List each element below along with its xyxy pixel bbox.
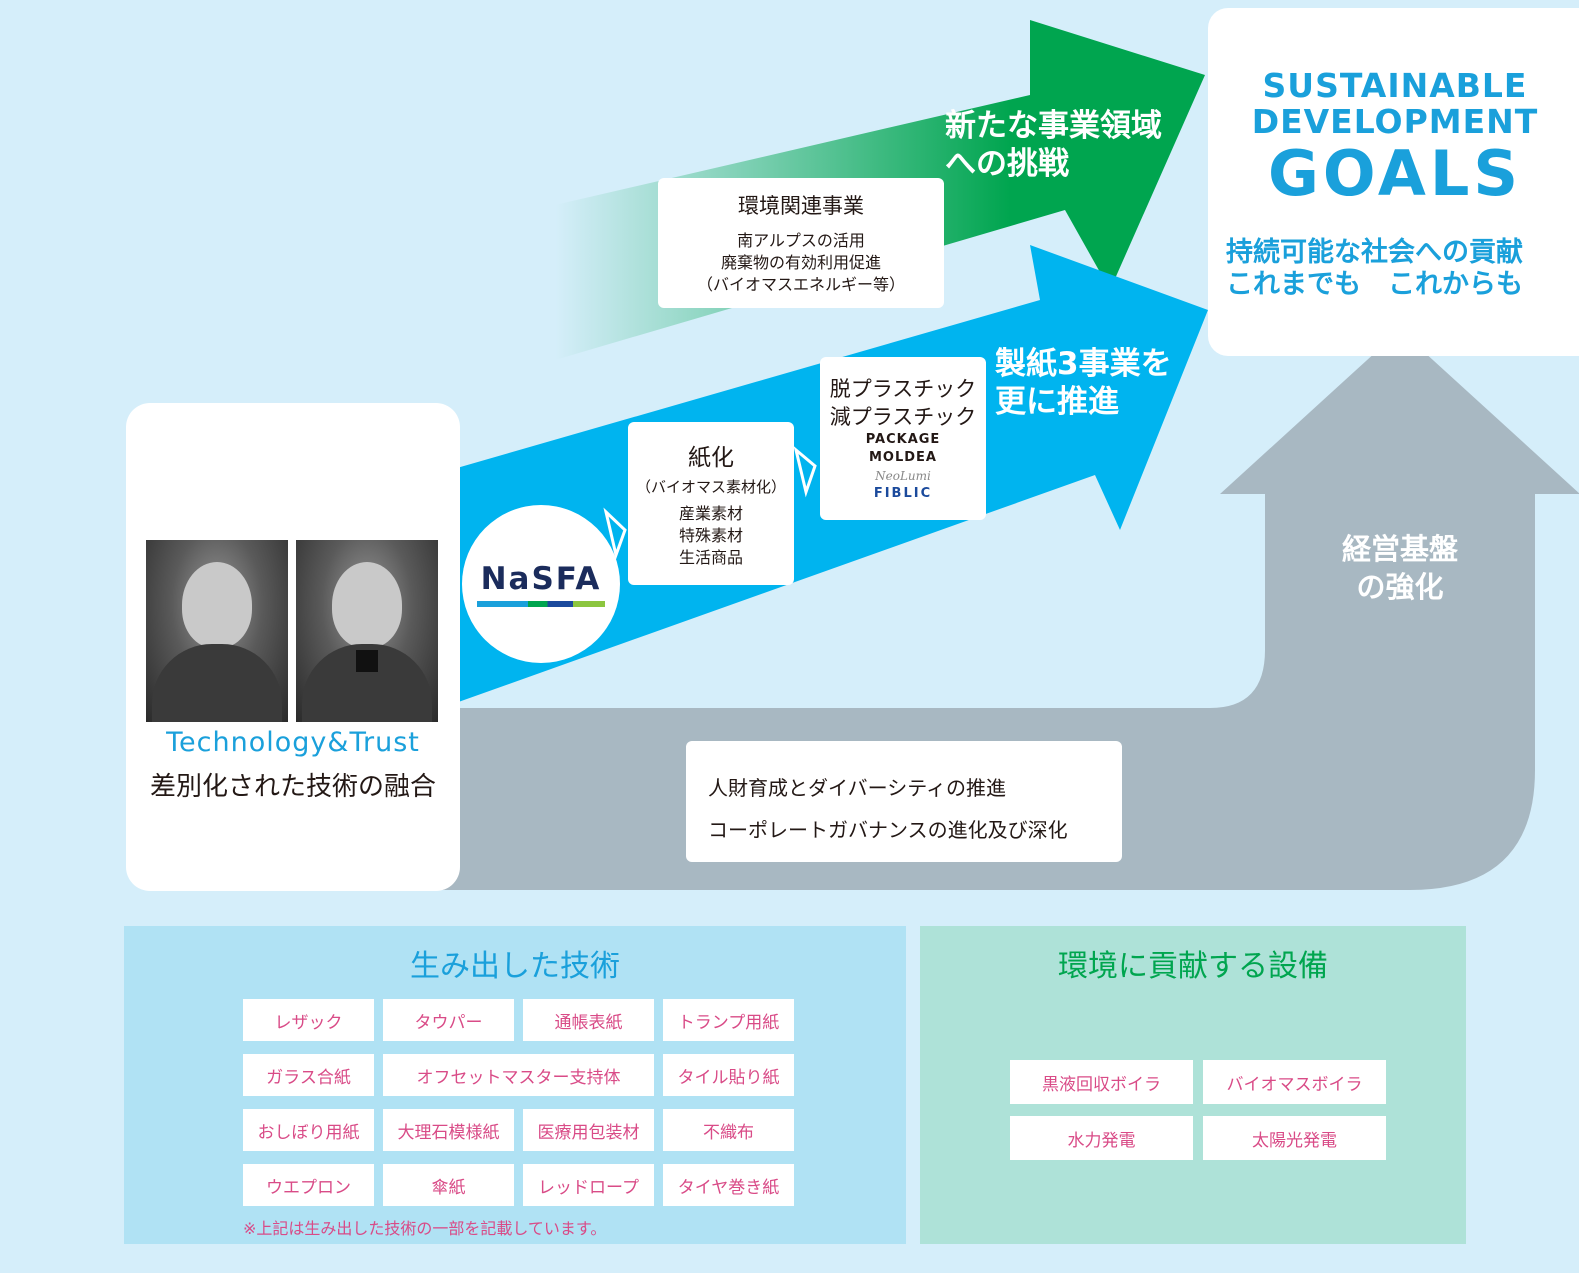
env-business-box: 環境関連事業 南アルプスの活用 廃棄物の有効利用促進 （バイオマスエネルギー等）	[658, 178, 944, 308]
sdg-logo-line-1: SUSTAINABLE	[1262, 65, 1528, 105]
paper-box: 紙化 （バイオマス素材化） 産業素材 特殊素材 生活商品	[628, 422, 794, 585]
tech-item: 傘紙	[383, 1164, 514, 1206]
gray-arrow-label-1: 経営基盤	[1341, 532, 1458, 566]
plastic-box-title-1: 脱プラスチック	[829, 376, 977, 401]
sdg-tagline-2: これまでも これからも	[1226, 269, 1523, 300]
tech-item: レザック	[243, 999, 374, 1041]
chevron-icon	[603, 507, 627, 561]
brand-fiblic: FIBLIC	[873, 485, 933, 501]
foundation-line-2: コーポレートガバナンスの進化及び深化	[708, 818, 1068, 842]
paper-box-line: 特殊素材	[678, 526, 743, 545]
nasfa-logo-bar	[477, 601, 605, 607]
chevron-icon	[793, 445, 817, 498]
tech-item: 不織布	[663, 1109, 794, 1151]
paper-box-title: 紙化	[688, 445, 734, 471]
tech-item: 医療用包装材	[523, 1109, 654, 1151]
nasfa-logo-circle: NaSFA	[462, 505, 620, 663]
equipment-item: バイオマスボイラ	[1203, 1060, 1386, 1104]
nasfa-logo-text: NaSFA	[480, 561, 602, 597]
plastic-box: 脱プラスチック 減プラスチック PACKAGE MOLDEA NeoLumi F…	[820, 357, 986, 520]
sdg-logo: SUSTAINABLE DEVELOPMENT GOALS	[1240, 65, 1550, 211]
env-business-line: （バイオマスエネルギー等）	[696, 275, 905, 294]
foundation-line-1: 人財育成とダイバーシティの推進	[708, 776, 1006, 800]
tech-item: ウエプロン	[243, 1164, 374, 1206]
green-arrow-label-2: への挑戦	[945, 146, 1069, 182]
tech-item: タイル貼り紙	[663, 1054, 794, 1096]
equipment-item: 黒液回収ボイラ	[1010, 1060, 1193, 1104]
env-business-line: 南アルプスの活用	[737, 231, 865, 250]
technologies-grid: レザック タウパー 通帳表紙 トランプ用紙 ガラス合紙 オフセットマスター支持体…	[243, 999, 794, 1206]
env-business-title: 環境関連事業	[738, 194, 864, 218]
tech-item: 大理石模様紙	[383, 1109, 514, 1151]
tech-item: タウパー	[383, 999, 514, 1041]
equipment-grid: 黒液回収ボイラ バイオマスボイラ 水力発電 太陽光発電	[1010, 1060, 1386, 1160]
tech-item: タイヤ巻き紙	[663, 1164, 794, 1206]
sdg-tagline-1: 持続可能な社会への貢献	[1226, 237, 1523, 268]
env-business-line: 廃棄物の有効利用促進	[720, 253, 881, 272]
brand-package: PACKAGE	[865, 431, 941, 447]
equipment-title: 環境に貢献する設備	[1058, 949, 1328, 984]
sdg-card	[1208, 8, 1579, 356]
paper-box-subtitle: （バイオマス素材化）	[635, 478, 786, 496]
founder-portrait-1	[146, 540, 288, 722]
blue-arrow-label-1: 製紙3事業を	[995, 346, 1172, 382]
tech-item: おしぼり用紙	[243, 1109, 374, 1151]
paper-box-line: 生活商品	[678, 548, 743, 567]
plastic-box-title-2: 減プラスチック	[829, 404, 977, 429]
equipment-item: 水力発電	[1010, 1116, 1193, 1160]
sdg-logo-line-3: GOALS	[1267, 137, 1523, 211]
equipment-item: 太陽光発電	[1203, 1116, 1386, 1160]
green-arrow-label-1: 新たな事業領域	[945, 108, 1162, 144]
tech-item: オフセットマスター支持体	[383, 1054, 654, 1096]
gray-arrow-label-2: の強化	[1356, 570, 1444, 604]
technologies-note: ※上記は生み出した技術の一部を記載しています。	[243, 1219, 607, 1238]
technologies-title: 生み出した技術	[410, 949, 620, 984]
brand-moldea: MOLDEA	[868, 449, 937, 465]
tech-item: ガラス合紙	[243, 1054, 374, 1096]
heritage-caption: 差別化された技術の融合	[149, 771, 436, 802]
foundation-box: 人財育成とダイバーシティの推進 コーポレートガバナンスの進化及び深化	[686, 741, 1122, 862]
sdg-logo-line-2: DEVELOPMENT	[1251, 101, 1539, 141]
heritage-brand: Technology&Trust	[166, 726, 420, 758]
tech-item: 通帳表紙	[523, 999, 654, 1041]
founder-portrait-2	[296, 540, 438, 722]
paper-box-line: 産業素材	[678, 504, 743, 523]
tech-item: レッドロープ	[523, 1164, 654, 1206]
tech-item: トランプ用紙	[663, 999, 794, 1041]
blue-arrow-label-2: 更に推進	[995, 384, 1119, 420]
brand-neolumi: NeoLumi	[875, 468, 931, 483]
